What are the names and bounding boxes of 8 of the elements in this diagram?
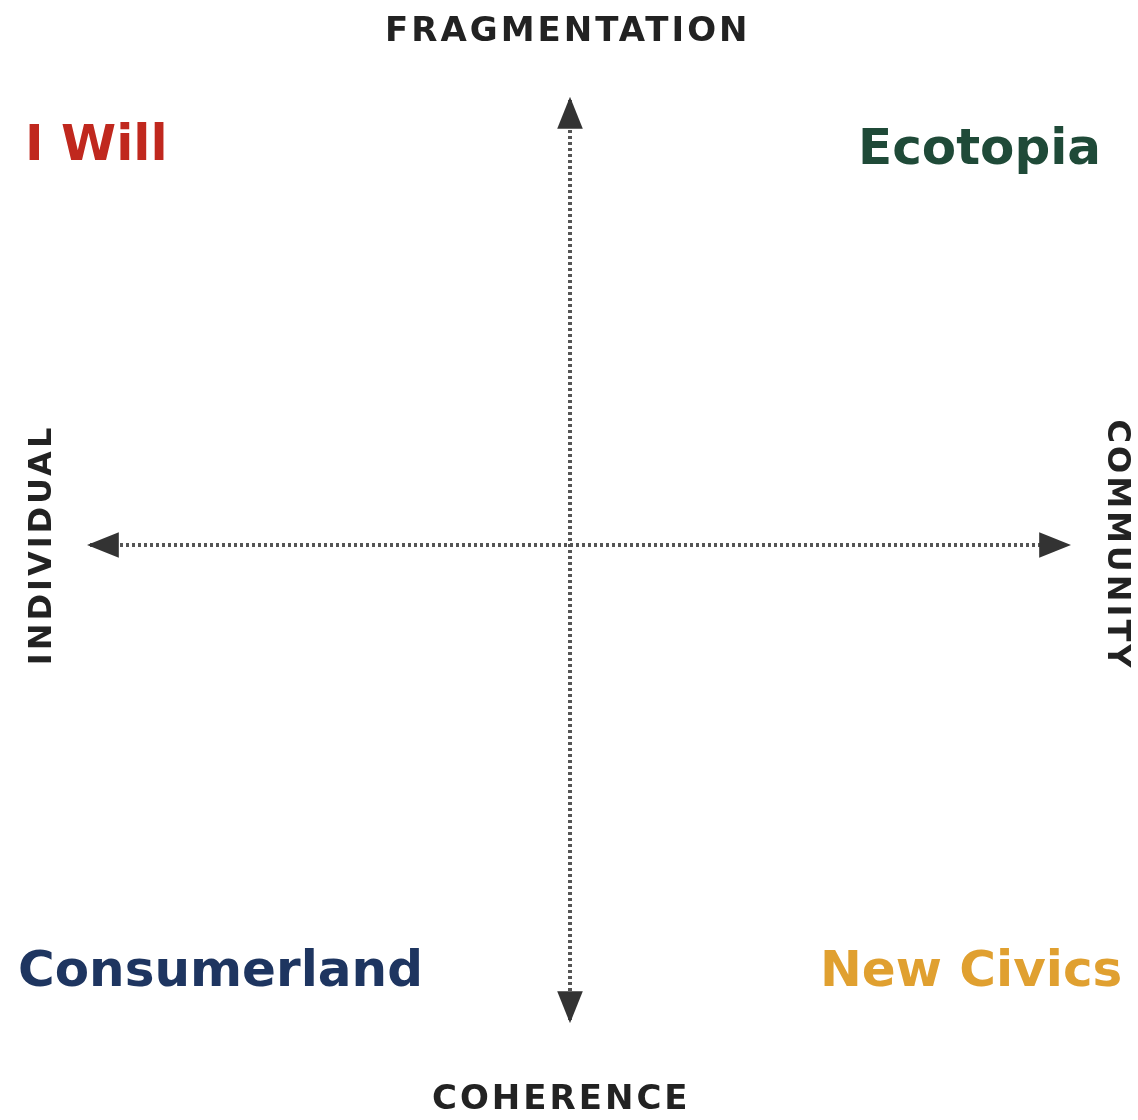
quadrant-label: Consumerland — [18, 944, 423, 994]
axis-label: FRAGMENTATION — [385, 12, 751, 46]
quadrant-label: Ecotopia — [858, 122, 1102, 172]
axis-label: COMMUNITY — [1102, 419, 1134, 671]
axis-label: INDIVIDUAL — [23, 424, 56, 666]
quadrant-label: I Will — [25, 118, 168, 168]
axis-label: COHERENCE — [432, 1080, 691, 1114]
quadrant-label: New Civics — [820, 944, 1123, 994]
